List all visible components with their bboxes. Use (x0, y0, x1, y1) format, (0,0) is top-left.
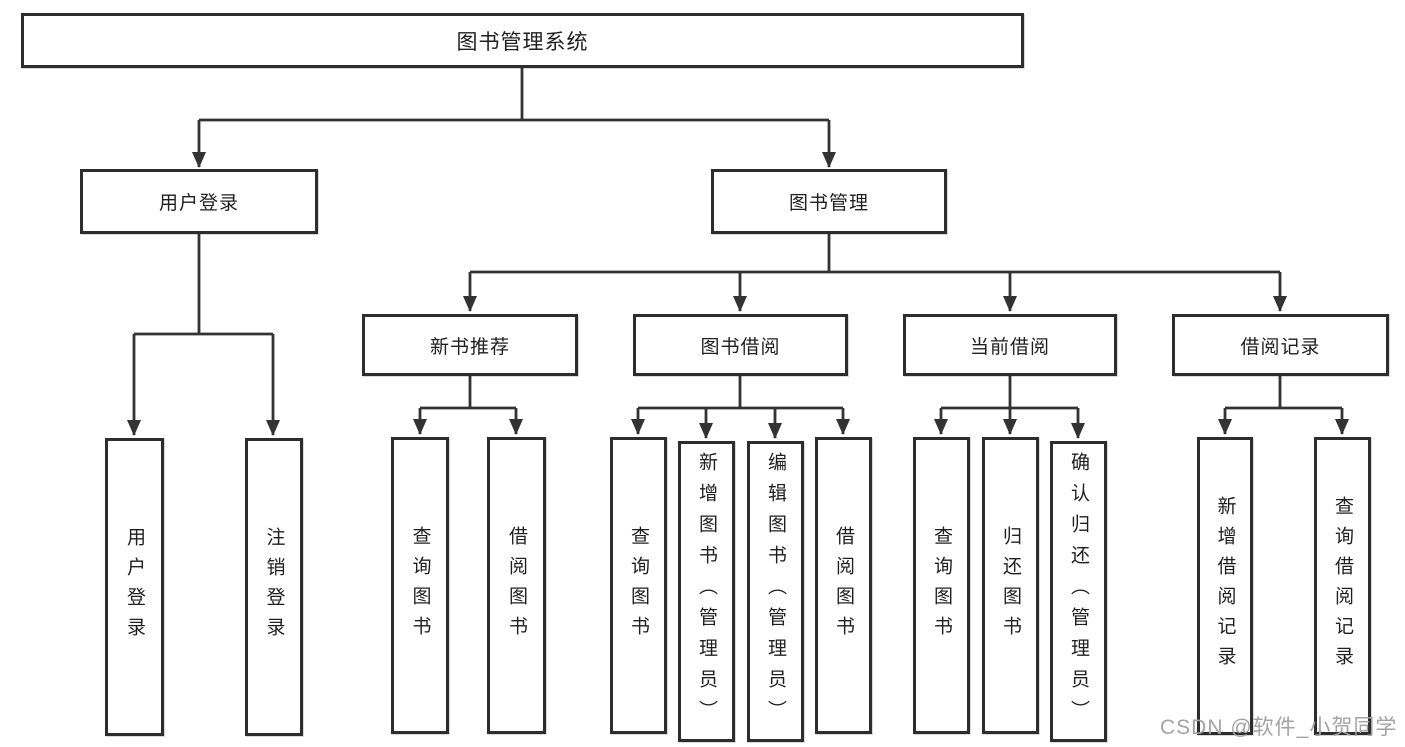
connector-current-borrow-children (934, 376, 1085, 439)
node-library-management-system: 图书管理系统 (21, 13, 1024, 68)
node-label: 注销登录 (263, 527, 285, 647)
connector-book-borrow-children (631, 376, 850, 439)
node-book-management: 图书管理 (711, 169, 947, 234)
node-leaf-return-books: 归还图书 (982, 437, 1039, 734)
node-leaf-borrow-books: 借阅图书 (815, 437, 872, 734)
node-leaf-borrow-books-recommend: 借阅图书 (487, 437, 546, 734)
node-leaf-query-books-borrow: 查询图书 (610, 437, 667, 734)
node-label: 借阅记录 (1240, 336, 1321, 358)
node-borrow-record: 借阅记录 (1172, 314, 1389, 376)
node-leaf-user-login: 用户登录 (105, 438, 164, 736)
node-label: 图书管理系统 (456, 30, 589, 54)
node-label: 查询图书 (628, 525, 649, 646)
connector-user-login-children (127, 234, 280, 436)
node-label: 借阅图书 (833, 525, 854, 646)
node-leaf-add-borrow-record: 新增借阅记录 (1197, 437, 1253, 735)
connector-borrow-record-children (1218, 376, 1349, 435)
node-label: 编辑图书（管理员） (765, 452, 786, 731)
node-label: 借阅图书 (506, 525, 527, 646)
node-label: 图书借阅 (700, 336, 781, 358)
node-current-borrow: 当前借阅 (903, 314, 1117, 376)
node-label: 用户登录 (124, 527, 145, 647)
node-leaf-logout: 注销登录 (245, 438, 303, 736)
node-leaf-query-borrow-record: 查询借阅记录 (1314, 437, 1371, 735)
node-label: 当前借阅 (969, 336, 1050, 358)
node-leaf-confirm-return-admin: 确认归还（管理员） (1050, 441, 1107, 742)
node-label: 用户登录 (158, 193, 239, 214)
node-book-borrow: 图书借阅 (633, 314, 848, 376)
node-leaf-query-books-current: 查询图书 (913, 437, 970, 734)
connector-book-management-children (463, 234, 1287, 312)
connector-root-to-level2 (192, 68, 836, 168)
node-label: 查询图书 (409, 525, 431, 646)
node-label: 确认归还（管理员） (1068, 452, 1089, 731)
node-label: 新书推荐 (429, 336, 510, 358)
node-leaf-query-books-recommend: 查询图书 (391, 437, 449, 734)
node-label: 查询图书 (931, 525, 952, 646)
node-leaf-add-books-admin: 新增图书（管理员） (678, 441, 735, 742)
connector-new-book-recommend-children (413, 376, 523, 435)
node-label: 归还图书 (1000, 525, 1021, 646)
node-user-login: 用户登录 (80, 169, 318, 234)
node-label: 新增图书（管理员） (696, 452, 717, 731)
node-leaf-edit-books-admin: 编辑图书（管理员） (747, 441, 804, 742)
node-label: 新增借阅记录 (1214, 496, 1236, 676)
csdn-watermark: CSDN @软件_小贺同学 (1160, 716, 1398, 739)
node-new-book-recommend: 新书推荐 (362, 314, 578, 376)
node-label: 图书管理 (788, 193, 869, 214)
node-label: 查询借阅记录 (1332, 496, 1353, 676)
